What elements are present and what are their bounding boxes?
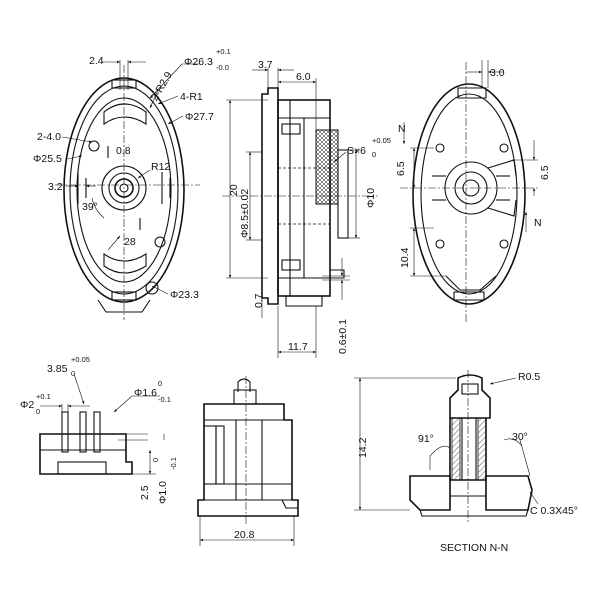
dim-s6-tol-upper: +0.05	[372, 136, 391, 145]
dim-3-85-tol-upper: +0.05	[71, 355, 90, 364]
dim-3-2: 3.2	[48, 181, 63, 193]
dim-3-85-tol-lower: 0	[71, 369, 75, 378]
dim-2-4-0: 2-4.0	[37, 131, 61, 143]
rear-view: 3.0 N N 6.5 6.5 10.4	[395, 60, 551, 322]
dim-phi2: Φ2	[20, 399, 34, 411]
front-view: 2.4 Φ26.3 +0.1 -0.0 2-R2.9 4-R1 Φ27.7 2-…	[33, 47, 231, 320]
section-mark-n-top: N	[398, 123, 406, 135]
dim-phi8-5: Φ8.5±0.02	[239, 189, 251, 238]
dim-phi25-5: Φ25.5	[33, 153, 62, 165]
section-mark-n-bottom: N	[534, 217, 542, 229]
dim-phi27-7: Φ27.7	[185, 111, 214, 123]
dim-s6: S×6	[347, 145, 366, 157]
dim-phi23-3: Φ23.3	[170, 289, 199, 301]
dim-phi26-3-tol-lower: -0.0	[216, 63, 229, 72]
dim-0-8: 0.8	[116, 145, 131, 157]
section-caption: SECTION N-N	[440, 542, 508, 554]
dim-39deg: 39°	[82, 201, 98, 213]
side-view: 3.7 6.0 S×6 +0.05 0 20 Φ8.5±0.02 Φ10 0.7…	[222, 59, 391, 358]
bottom-view: 20.8	[197, 376, 299, 546]
rear-centre-boss	[444, 161, 498, 215]
dim-phi10: Φ10	[365, 188, 377, 208]
section-base-left	[409, 475, 451, 511]
dim-chamfer: C 0.3X45°	[530, 505, 578, 517]
dim-r12: R12	[151, 161, 170, 173]
detail-view: 3.85 +0.05 0 Φ2 +0.1 0 Φ1.6 0 -0.1 2.5 Φ…	[20, 355, 178, 504]
dim-20-8: 20.8	[234, 529, 255, 541]
dim-6-0: 6.0	[296, 71, 311, 83]
dim-20: 20	[228, 184, 240, 196]
section-base-right	[485, 475, 533, 511]
dim-2-4: 2.4	[89, 55, 104, 67]
bottom-body	[197, 403, 299, 517]
dim-phi26-3: Φ26.3	[184, 56, 213, 68]
dim-phi1-0-tol-upper: 0	[151, 458, 160, 462]
front-centre-boss	[101, 165, 147, 211]
dim-0-7: 0.7	[253, 293, 265, 308]
dim-phi1-0: Φ1.0	[157, 481, 169, 504]
section-cap	[449, 374, 491, 419]
dim-6-5-right: 6.5	[539, 165, 551, 180]
front-outer-body	[63, 77, 185, 303]
side-knurled-shaft	[315, 129, 339, 205]
dim-6-5-left: 6.5	[395, 161, 407, 176]
rear-outer-body	[412, 83, 526, 305]
dim-11-7: 11.7	[288, 341, 308, 353]
section-view: 14.2 R0.5 91° 30° C 0.3X45° SECTION N-N	[354, 370, 578, 554]
dim-3-7: 3.7	[258, 59, 273, 71]
dim-phi1-0-tol-lower: -0.1	[169, 457, 178, 470]
dim-phi2-tol-lower: 0	[36, 407, 40, 416]
dim-10-4: 10.4	[399, 247, 411, 268]
dim-s6-tol-lower: 0	[372, 150, 376, 159]
dim-14-2: 14.2	[357, 437, 369, 458]
dim-2-5: 2.5	[139, 485, 151, 500]
dim-3-0: 3.0	[490, 67, 505, 79]
dim-phi1-6-tol-lower: -0.1	[158, 395, 171, 404]
dim-30deg: 30°	[512, 431, 528, 443]
dim-3-85: 3.85	[47, 363, 68, 375]
dim-0-6: 0.6±0.1	[337, 319, 349, 354]
dim-phi1-6-tol-upper: 0	[158, 379, 162, 388]
dim-r0-5: R0.5	[518, 371, 540, 383]
dim-phi2-tol-upper: +0.1	[36, 392, 51, 401]
dim-4r1: 4-R1	[180, 91, 203, 103]
dim-28: 28	[124, 236, 136, 248]
dim-2r2-9: 2-R2.9	[149, 70, 175, 103]
dim-phi26-3-tol-upper: +0.1	[216, 47, 231, 56]
dim-phi1-6: Φ1.6	[134, 387, 157, 399]
dim-91deg: 91°	[418, 433, 434, 445]
